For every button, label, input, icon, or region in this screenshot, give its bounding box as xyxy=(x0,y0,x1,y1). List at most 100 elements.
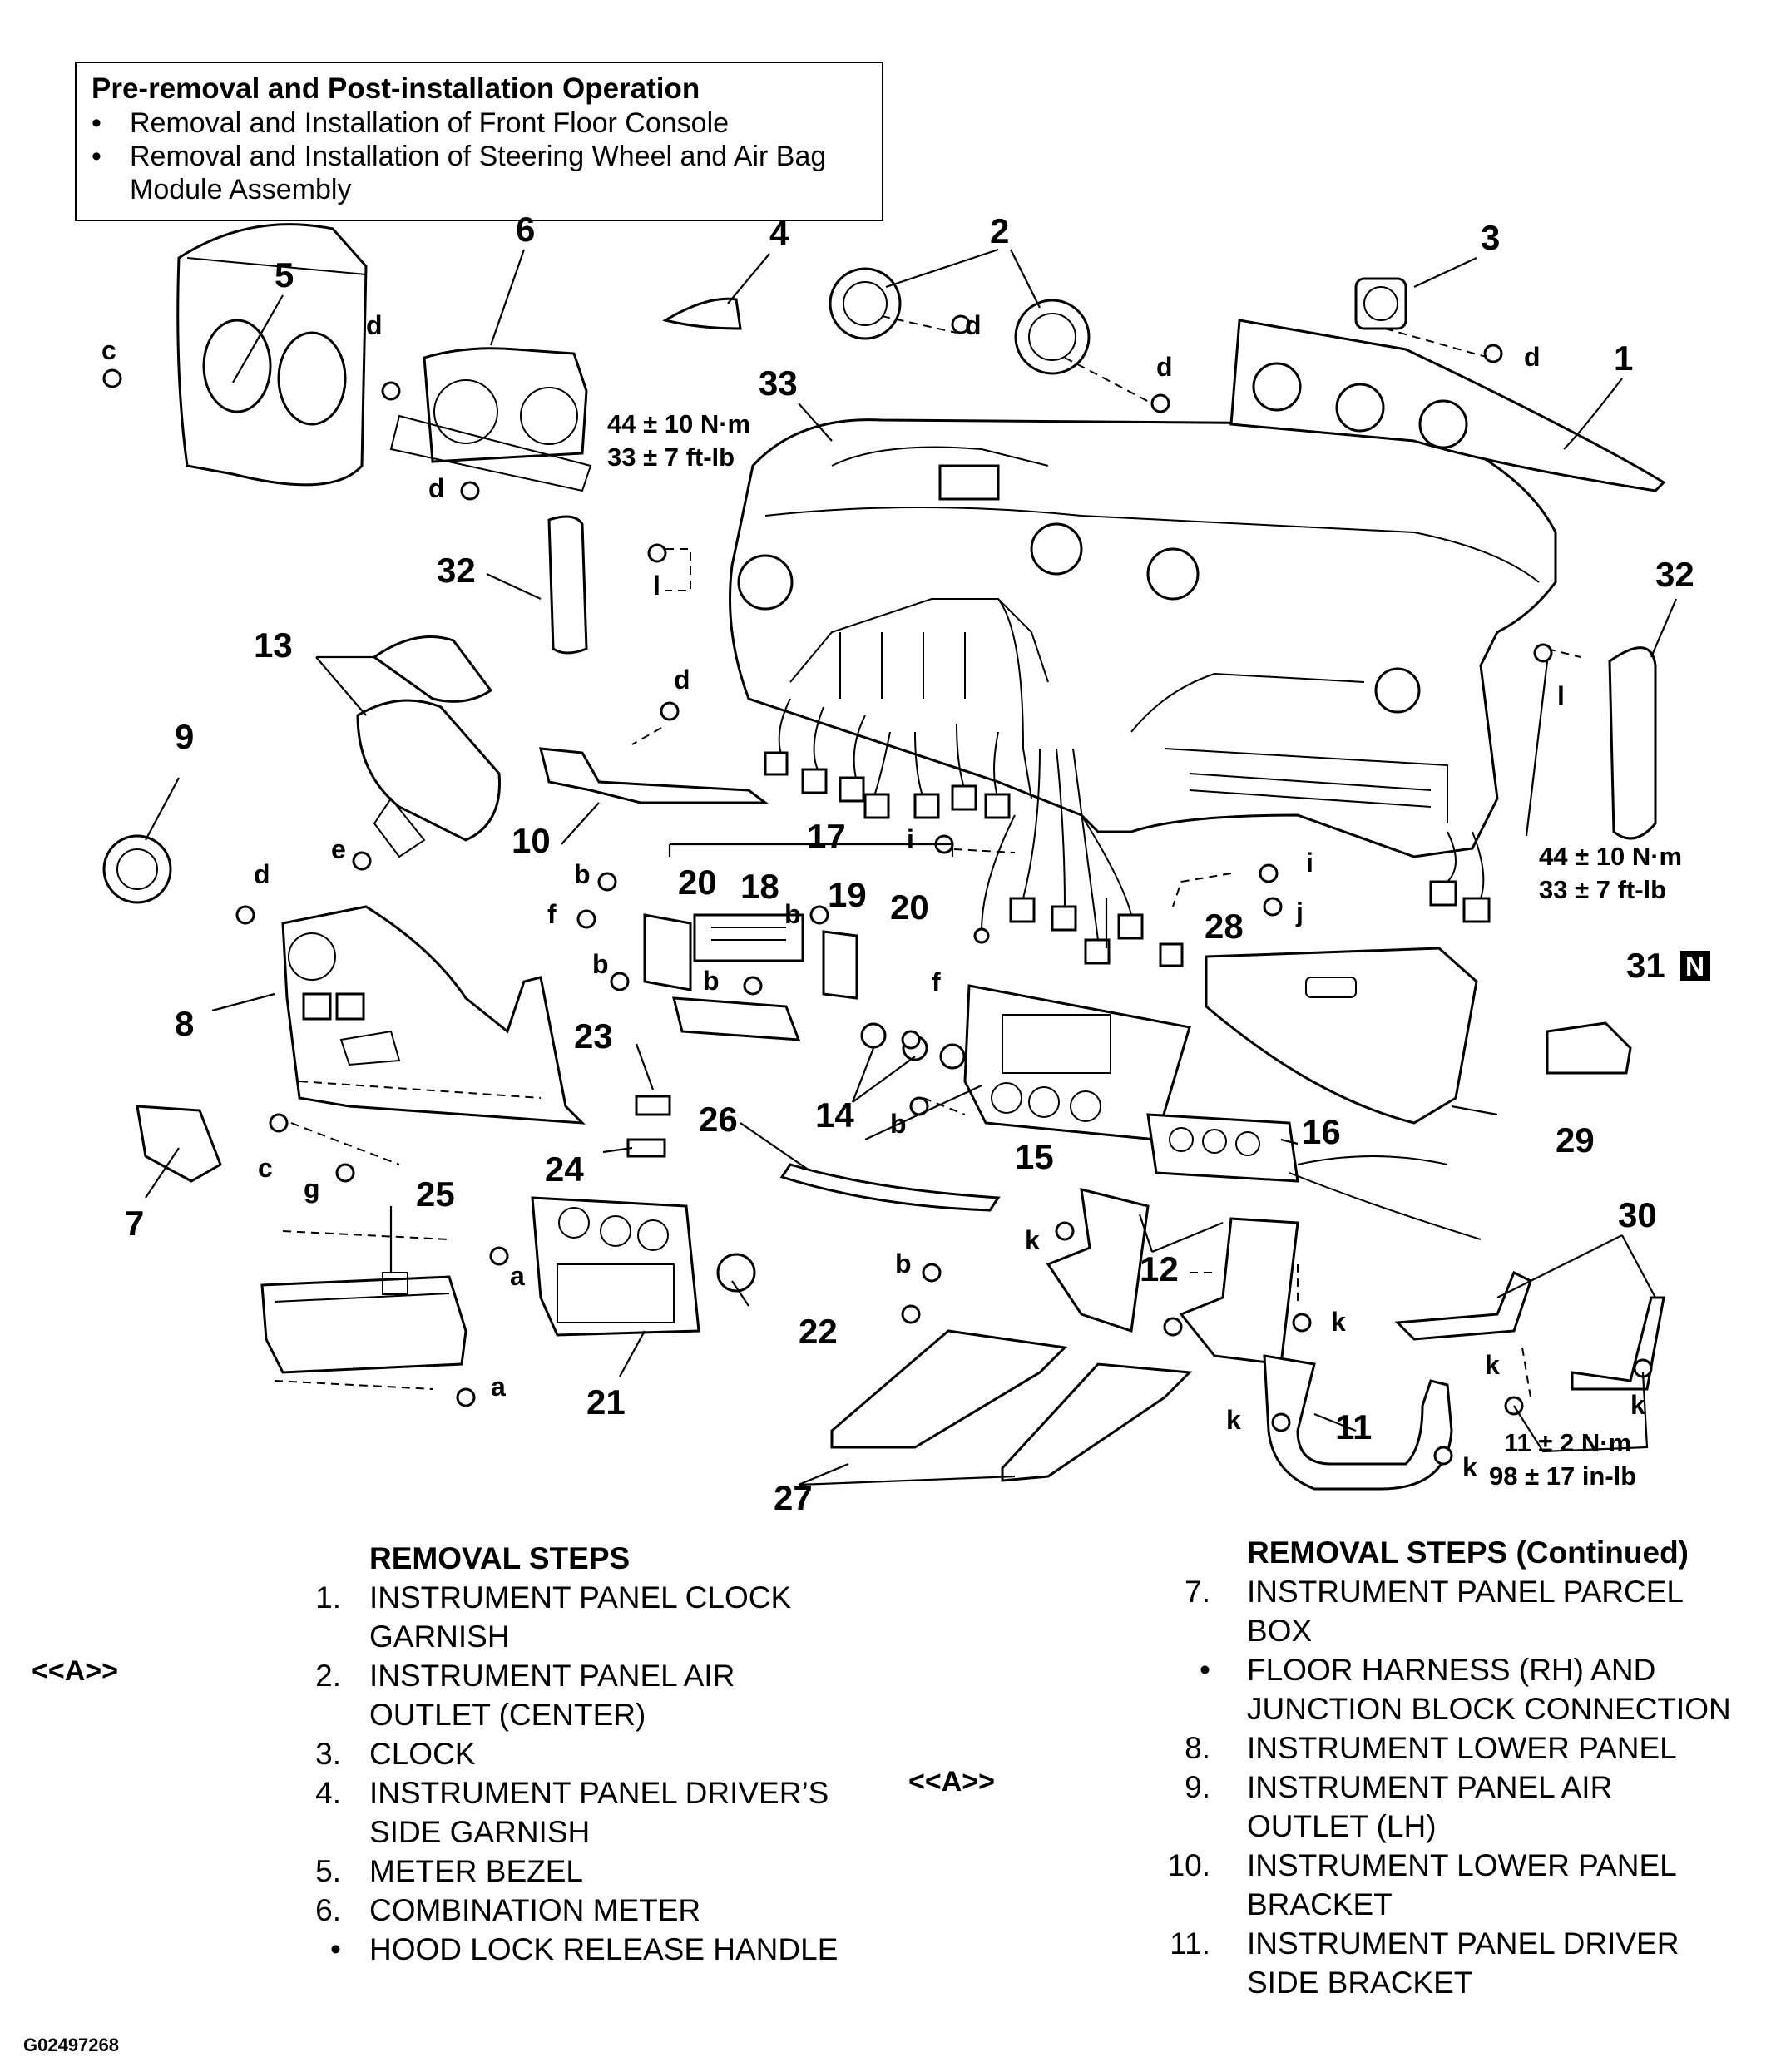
callout-18: 18 xyxy=(740,867,779,906)
letter-l: l xyxy=(653,571,660,601)
letter-b: b xyxy=(895,1249,912,1278)
pre-removal-title: Pre-removal and Post-installation Operat… xyxy=(92,72,700,105)
wiring-harness xyxy=(764,698,1491,965)
callout-1: 1 xyxy=(1614,339,1633,378)
letter-d: d xyxy=(1156,352,1173,382)
clip-28 xyxy=(1159,942,1184,967)
bracket-30b xyxy=(1571,1296,1665,1391)
callout-2: 2 xyxy=(990,211,1009,250)
letter-f: f xyxy=(547,899,557,929)
callout-12: 12 xyxy=(1140,1249,1179,1288)
callout-24: 24 xyxy=(545,1150,584,1189)
pre-removal-box: Pre-removal and Post-installation Operat… xyxy=(75,62,883,221)
switch-24 xyxy=(626,1138,666,1158)
letter-b: b xyxy=(890,1109,907,1139)
step-item: OUTLET (CENTER) xyxy=(369,1698,646,1732)
step-item: INSTRUMENT PANEL PARCEL xyxy=(1247,1575,1684,1609)
callout-20b: 20 xyxy=(890,888,929,927)
figure-id: G02497268 xyxy=(23,2035,119,2055)
lower-panel-bracket xyxy=(539,747,769,804)
step-item: INSTRUMENT PANEL AIR xyxy=(1247,1770,1613,1804)
torque-nm-lower: 11 ± 2 N·m xyxy=(1504,1428,1631,1457)
callout-17: 17 xyxy=(807,817,846,856)
step-item: BOX xyxy=(1247,1614,1313,1648)
letter-f: f xyxy=(932,967,941,997)
step-item: CLOCK xyxy=(369,1737,476,1771)
combination-meter xyxy=(389,347,592,492)
side-cover-left xyxy=(547,515,588,655)
letter-e: e xyxy=(331,834,346,864)
knobs xyxy=(860,1022,966,1070)
callout-27: 27 xyxy=(774,1478,813,1517)
pre-removal-item: •Removal and Installation of Steering Wh… xyxy=(92,141,827,172)
torque-ftlb-right: 33 ± 7 ft-lb xyxy=(1539,875,1666,904)
glove-box xyxy=(1205,947,1478,1125)
step-item: JUNCTION BLOCK CONNECTION xyxy=(1247,1692,1731,1726)
leader-lines xyxy=(145,248,1678,1486)
step-item: INSTRUMENT PANEL CLOCK xyxy=(369,1580,792,1615)
step-item: METER BEZEL xyxy=(369,1854,583,1888)
switch-22 xyxy=(716,1253,756,1293)
letter-d: d xyxy=(254,859,270,889)
letter-i: i xyxy=(1306,848,1313,878)
callout-28: 28 xyxy=(1205,907,1244,946)
clock-part xyxy=(1354,277,1407,330)
callout-32b: 32 xyxy=(1655,555,1694,594)
step-item: SIDE GARNISH xyxy=(369,1815,591,1849)
removal-steps-right: REMOVAL STEPS (Continued) 7.INSTRUMENT P… xyxy=(1160,1533,1759,2002)
callout-20a: 20 xyxy=(678,863,717,902)
step-item: HOOD LOCK RELEASE HANDLE xyxy=(369,1932,839,1966)
removal-steps-continued-header: REMOVAL STEPS (Continued) xyxy=(1247,1535,1689,1570)
letter-k: k xyxy=(1630,1390,1645,1420)
callout-21: 21 xyxy=(586,1382,626,1422)
callout-13: 13 xyxy=(254,626,293,665)
torque-ftlb-upper-left: 33 ± 7 ft-lb xyxy=(607,443,735,472)
column-cover xyxy=(356,635,501,858)
step-item: INSTRUMENT LOWER PANEL xyxy=(1247,1731,1677,1765)
heater-control xyxy=(1146,1113,1482,1240)
lower-center-panel xyxy=(531,1196,700,1337)
step-item: GARNISH xyxy=(369,1620,510,1654)
letter-g: g xyxy=(304,1174,320,1204)
callout-3: 3 xyxy=(1481,218,1500,257)
clock-garnish xyxy=(1229,319,1666,492)
letter-k: k xyxy=(1226,1405,1241,1435)
callout-5: 5 xyxy=(275,255,294,294)
bullet-icon: • xyxy=(92,107,101,139)
step-item: INSTRUMENT PANEL DRIVER xyxy=(1247,1926,1679,1961)
part-31-bracket xyxy=(1546,1021,1632,1075)
step-item: FLOOR HARNESS (RH) AND xyxy=(1247,1653,1656,1687)
letter-j: j xyxy=(1295,898,1304,927)
callout-33: 33 xyxy=(759,363,798,403)
trim-26 xyxy=(779,1163,1001,1212)
letter-b: b xyxy=(784,899,801,929)
callout-31: 31 xyxy=(1626,946,1665,985)
callout-23: 23 xyxy=(574,1016,613,1056)
callout-8: 8 xyxy=(175,1004,194,1043)
letter-c: c xyxy=(101,335,116,365)
ref-a-right: <<A>> xyxy=(908,1766,995,1798)
removal-steps-left: REMOVAL STEPS 1.INSTRUMENT PANEL CLOCK G… xyxy=(291,1539,923,1969)
bracket-12 xyxy=(1046,1188,1299,1366)
callout-22: 22 xyxy=(799,1312,838,1351)
torque-nm-upper-left: 44 ± 10 N·m xyxy=(607,409,750,438)
letter-l: l xyxy=(1557,681,1565,711)
driver-side-garnish xyxy=(662,297,742,330)
letter-c: c xyxy=(258,1153,273,1183)
letter-a: a xyxy=(491,1372,506,1402)
letter-d: d xyxy=(428,473,445,503)
console-side-panels xyxy=(830,1329,1193,1482)
letter-a: a xyxy=(510,1261,525,1291)
n-badge-icon xyxy=(1680,951,1710,981)
parcel-box xyxy=(260,1272,467,1374)
letter-k: k xyxy=(1025,1225,1040,1255)
letter-d: d xyxy=(366,310,383,340)
callout-25: 25 xyxy=(416,1174,455,1214)
letter-b: b xyxy=(592,949,609,979)
bullet-icon: • xyxy=(92,141,101,172)
step-item: INSTRUMENT PANEL AIR xyxy=(369,1659,735,1693)
step-item: COMBINATION METER xyxy=(369,1893,701,1927)
instrument-lower-panel xyxy=(281,905,586,1125)
step-item: BRACKET xyxy=(1247,1887,1393,1921)
